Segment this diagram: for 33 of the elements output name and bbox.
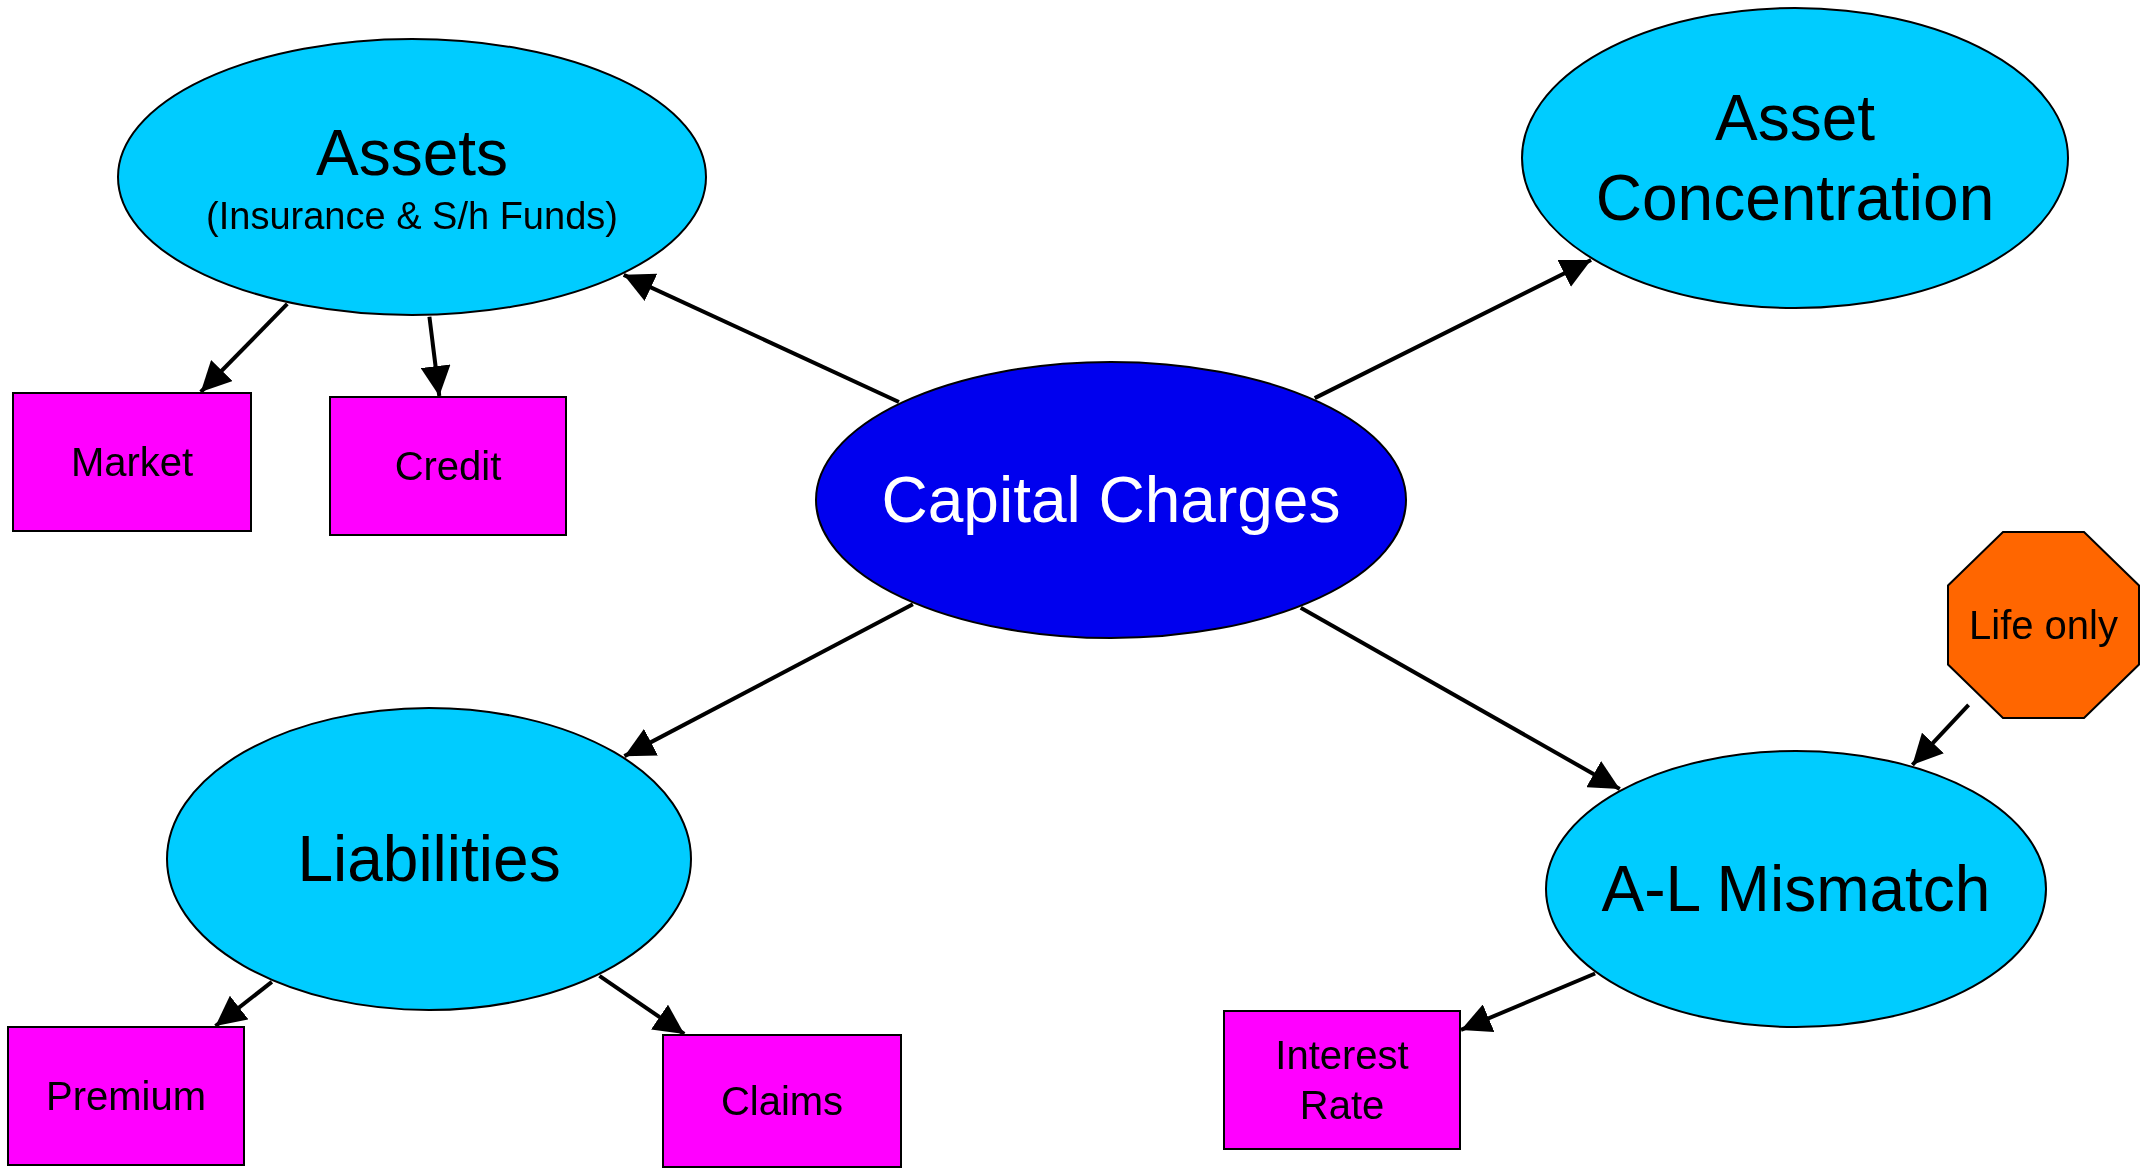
node-label: Claims <box>719 1078 845 1125</box>
node-label: Liabilities <box>296 822 562 897</box>
octagon-sign <box>1947 531 2140 719</box>
risk-box <box>7 1026 245 1166</box>
arrow <box>1460 971 1596 1033</box>
arrow <box>420 316 451 397</box>
arrow <box>622 273 900 404</box>
arrow <box>1313 258 1592 400</box>
risk-box <box>1223 1010 1461 1150</box>
arrow <box>598 974 686 1036</box>
category-ellipse <box>165 706 693 1012</box>
node-label: Asset Concentration <box>1594 81 1996 236</box>
arrow <box>623 602 914 758</box>
arrow <box>1299 606 1621 791</box>
node-subtitle: (Insurance & S/h Funds) <box>205 194 619 240</box>
node-label: Life only <box>1968 602 2119 649</box>
arrow <box>1910 703 1971 767</box>
category-ellipse <box>1544 749 2048 1029</box>
node-label: Assets <box>314 116 510 192</box>
arrow <box>214 980 274 1028</box>
risk-box <box>662 1034 902 1168</box>
category-ellipse <box>1520 6 2070 310</box>
node-label: Credit <box>393 443 503 490</box>
category-ellipse <box>116 37 708 317</box>
risk-box <box>329 396 567 536</box>
node-label: Capital Charges <box>880 463 1342 538</box>
node-label: Interest Rate <box>1274 1032 1410 1129</box>
node-label: A-L Mismatch <box>1600 852 1992 927</box>
central-ellipse <box>814 360 1408 640</box>
node-label: Market <box>69 439 195 486</box>
node-label: Premium <box>45 1073 207 1120</box>
arrow <box>199 302 289 394</box>
risk-box <box>12 392 252 532</box>
